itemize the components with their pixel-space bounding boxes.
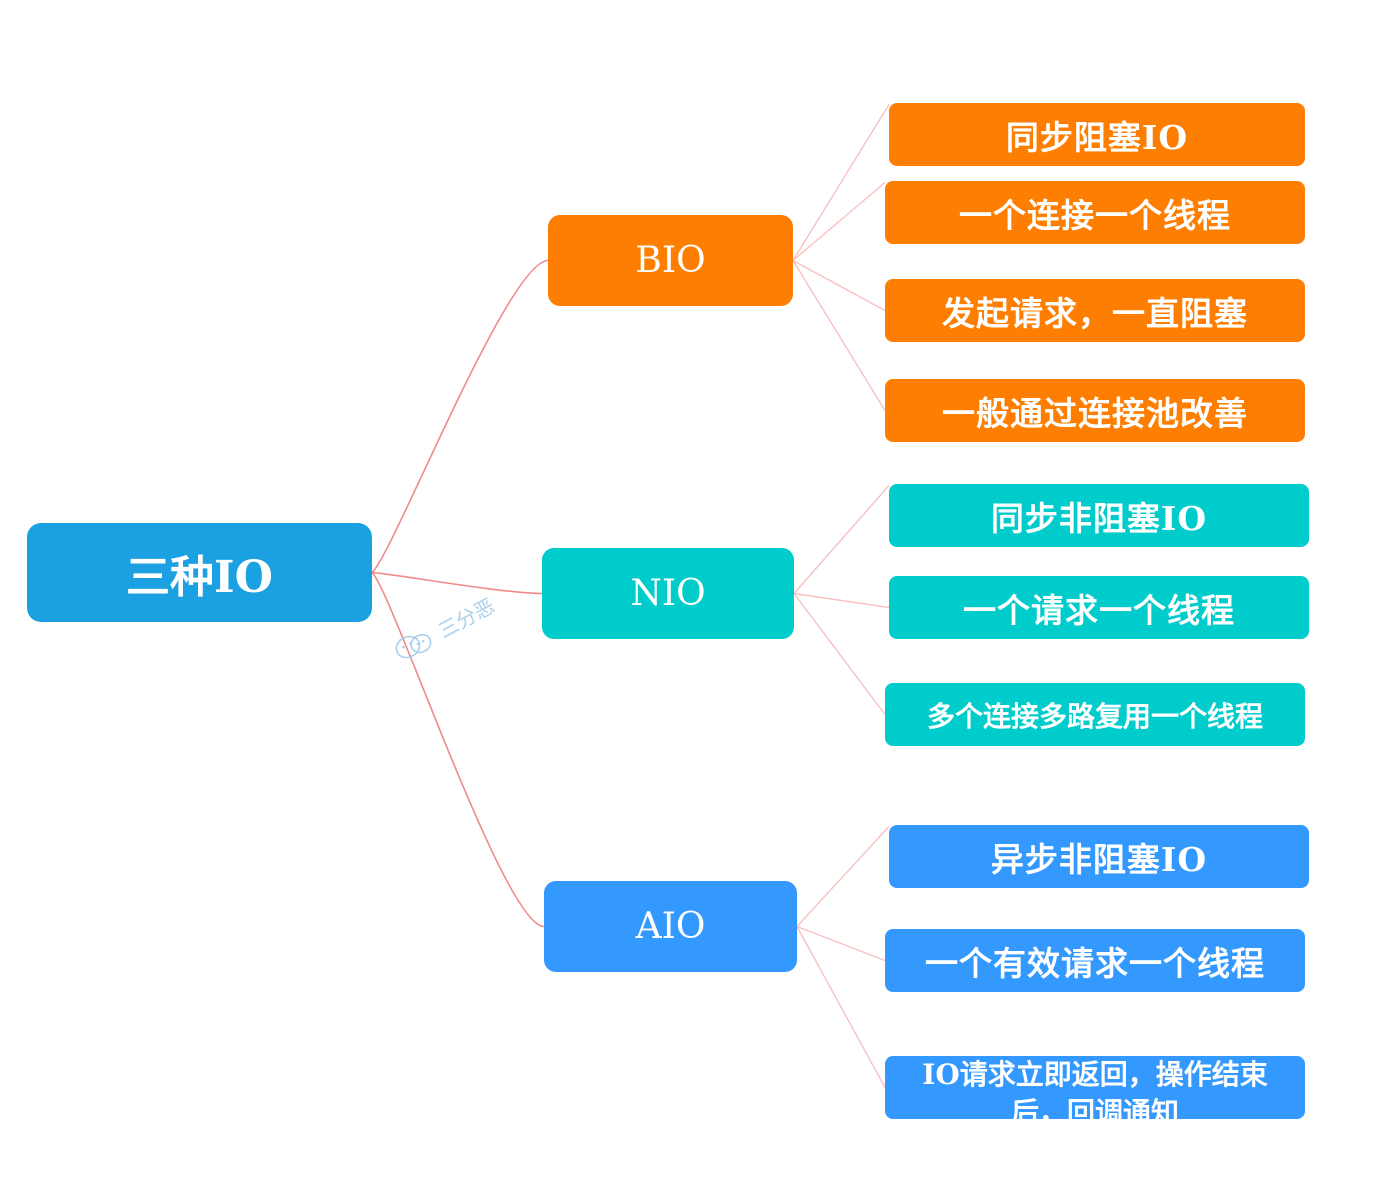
connector-line [792,104,890,261]
branch-label: BIO [635,240,706,281]
leaf-node[interactable]: 一个请求一个线程 [889,576,1309,639]
leaf-label: 多个连接多路复用一个线程 [926,699,1263,733]
leaf-label: 异步非阻塞IO [990,839,1208,879]
connector-line [796,826,890,927]
leaf-node[interactable]: 同步非阻塞IO [889,484,1309,547]
watermark: 三分恶 [388,590,499,667]
connector-line [793,485,890,594]
branch-label: AIO [635,906,706,947]
branch-node-nio[interactable]: NIO [542,548,794,639]
leaf-label: 一个连接一个线程 [959,195,1231,235]
connector-line [793,593,886,715]
leaf-label: 同步阻塞IO [1005,117,1189,157]
leaf-node[interactable]: 发起请求，一直阻塞 [885,279,1305,342]
connector-line [793,592,890,609]
leaf-node[interactable]: 一般通过连接池改善 [885,379,1305,442]
connector-line [371,571,545,928]
leaf-node[interactable]: IO请求立即返回，操作结束后，回调通知 [885,1056,1305,1119]
wechat-icon [395,633,432,658]
leaf-node[interactable]: 多个连接多路复用一个线程 [885,683,1305,746]
connector-line [371,259,549,574]
root-node[interactable]: 三种IO [27,523,372,622]
leaf-label: 一般通过连接池改善 [942,393,1248,433]
leaf-node[interactable]: 同步阻塞IO [889,103,1305,166]
leaf-node[interactable]: 一个有效请求一个线程 [885,929,1305,992]
connector-line [792,260,886,411]
leaf-node[interactable]: 异步非阻塞IO [889,825,1309,888]
leaf-label: 同步非阻塞IO [990,498,1208,538]
branch-node-aio[interactable]: AIO [544,881,797,972]
branch-node-bio[interactable]: BIO [548,215,793,306]
leaf-label: 一个有效请求一个线程 [925,943,1265,983]
leaf-label: IO请求立即返回，操作结束后，回调通知 [922,1058,1268,1119]
connector-line [792,259,886,312]
leaf-label: 发起请求，一直阻塞 [942,293,1248,333]
connector-line [796,926,886,1088]
leaf-node[interactable]: 一个连接一个线程 [885,181,1305,244]
connector-line [796,925,886,962]
connector-line [792,181,886,262]
connector-line [371,571,543,595]
leaf-label: 一个请求一个线程 [963,590,1235,630]
branch-label: NIO [630,573,706,614]
root-label: 三种IO [126,551,273,603]
